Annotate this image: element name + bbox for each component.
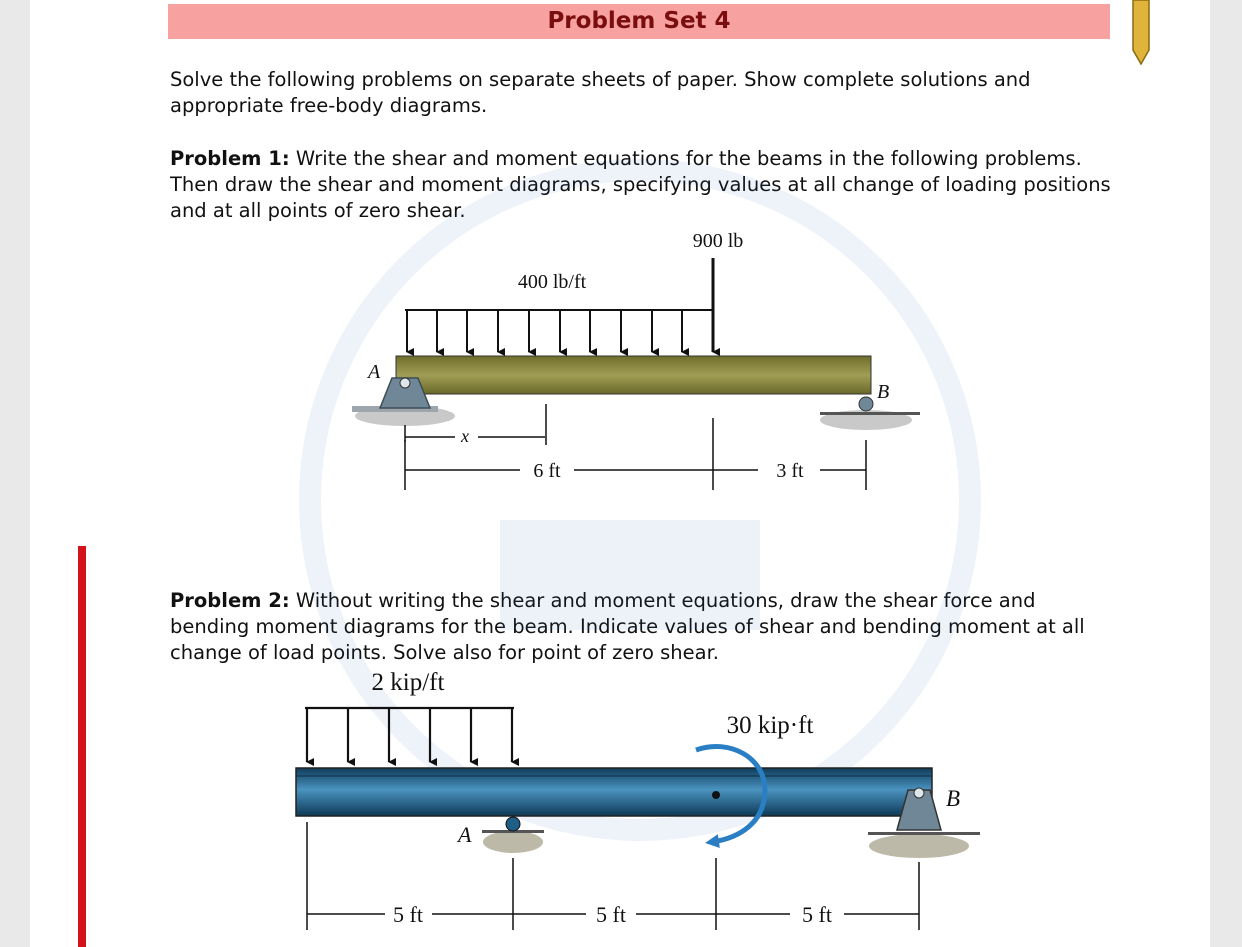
beam-2 [295,767,933,817]
dimension-6ft: 6 ft [533,460,561,482]
problem-2-text: Problem 2: Without writing the shear and… [170,588,1120,666]
roller-support-a-icon [482,816,544,853]
dimension-5ft-3: 5 ft [802,902,832,927]
x-dimension [404,404,547,445]
problem-1-beam-figure: 900 lb 400 lb/ft A [352,230,920,490]
problem-1-text: Problem 1: Write the shear and moment eq… [170,146,1120,224]
support-a-label-2: A [456,822,472,847]
couple-moment-label: 30 kip·ft [727,712,814,739]
intro-text: Solve the following problems on separate… [170,68,1031,117]
dimension-3ft: 3 ft [776,460,804,482]
pin-support-a-icon [352,377,455,426]
pin-support-b-icon [868,787,980,858]
distributed-load-label: 400 lb/ft [518,271,587,293]
roller-support-b-icon [820,396,920,430]
margin-rule [78,546,86,947]
problem-2-beam-figure: 2 kip/ft 30 kip·ft A [295,669,980,930]
bookmark-tab-icon[interactable] [1131,0,1151,66]
span-dimension-lines [404,418,867,490]
dimension-5ft-1: 5 ft [393,902,423,927]
title-bar [168,4,1110,39]
point-load-label: 900 lb [693,230,744,252]
support-b-label-2: B [946,786,960,811]
distributed-load-arrows [405,309,713,356]
beam-1 [395,355,872,395]
support-a-label: A [366,361,381,383]
support-b-label: B [877,381,889,403]
problem-2-body: Without writing the shear and moment equ… [170,589,1085,664]
distributed-load-arrows-2 [305,706,519,766]
span-dimension-lines-2 [306,822,920,930]
watermark-seal-icon [299,159,981,841]
page-title: Problem Set 4 [547,8,731,34]
problem-2-label: Problem 2: [170,589,290,612]
problem-1-body: Write the shear and moment equations for… [170,147,1111,222]
couple-moment-arrow-icon [695,744,768,848]
distributed-load-label-2: 2 kip/ft [372,669,445,696]
x-label: x [460,426,469,446]
dimension-5ft-2: 5 ft [596,902,626,927]
problem-1-label: Problem 1: [170,147,290,170]
